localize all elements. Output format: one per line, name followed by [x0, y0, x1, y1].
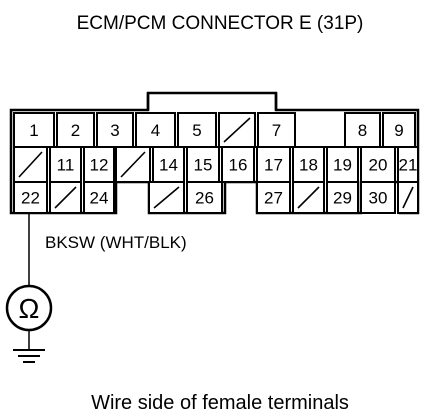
terminal-29: 29: [326, 181, 359, 214]
terminal-cell: [13, 112, 55, 148]
ohm-symbol: Ω: [19, 293, 40, 324]
terminal-number: 1: [29, 121, 38, 140]
terminal-number: 18: [299, 156, 318, 175]
terminal-number: 2: [71, 121, 80, 140]
blank-terminal-slash: [297, 186, 320, 209]
terminal-15: 15: [186, 146, 220, 183]
terminal-27: 27: [256, 181, 291, 214]
terminal-1: 1: [13, 112, 55, 148]
terminal-cell: [56, 112, 95, 148]
terminal-cell: [83, 181, 115, 214]
terminal-8: 8: [344, 112, 381, 148]
terminal-cell: [152, 146, 185, 183]
terminal-cell: [49, 146, 82, 183]
terminal-14: 14: [152, 146, 185, 183]
terminal-cell: [257, 112, 296, 148]
terminal-9: 9: [382, 112, 416, 148]
blank-terminal-slash: [120, 151, 146, 178]
terminal-5: 5: [177, 112, 217, 148]
terminal-cell: [256, 146, 291, 183]
terminal-number: 30: [369, 189, 388, 208]
empty-terminal-row3-9: [397, 181, 419, 214]
wire-label: BKSW (WHT/BLK): [45, 233, 187, 252]
terminal-19: 19: [326, 146, 359, 183]
terminal-number: 19: [333, 156, 352, 175]
terminal-number: 5: [192, 121, 201, 140]
terminal-number: 20: [369, 156, 388, 175]
terminal-18: 18: [292, 146, 325, 183]
terminal-16: 16: [221, 146, 255, 183]
terminal-row-2: 11 12 14 15 16 17 18 19 20 21: [13, 146, 419, 183]
terminal-number: 17: [264, 156, 283, 175]
blank-terminal-slash: [223, 117, 251, 143]
empty-terminal-row2-0: [13, 146, 48, 183]
terminal-number: 14: [159, 156, 178, 175]
terminal-12: 12: [83, 146, 115, 183]
terminal-cell: [83, 146, 115, 183]
blank-terminal-slash: [18, 151, 43, 178]
ground-icon: [13, 349, 45, 363]
terminal-7: 7: [257, 112, 296, 148]
connector-title: ECM/PCM CONNECTOR E (31P): [77, 13, 364, 34]
diagram-caption: Wire side of female terminals: [91, 392, 349, 414]
terminal-30: 30: [360, 181, 396, 214]
terminal-number: 29: [333, 189, 352, 208]
terminal-number: 21: [399, 156, 418, 175]
terminal-number: 3: [110, 121, 119, 140]
terminal-number: 4: [151, 121, 160, 140]
terminal-11: 11: [49, 146, 82, 183]
blank-terminal-slash: [54, 186, 77, 209]
terminal-number: 16: [229, 156, 248, 175]
terminal-3: 3: [96, 112, 134, 148]
terminal-cell: [360, 181, 396, 214]
terminal-row-1: 1 2 3 4 5 7 8 9: [13, 112, 416, 148]
terminal-cell: [344, 112, 381, 148]
terminal-cell: [186, 146, 220, 183]
blank-terminal-slash: [153, 186, 180, 209]
empty-terminal-row3-6: [292, 181, 325, 214]
terminal-22: 22: [13, 181, 48, 214]
empty-terminal-row1-5: [218, 112, 256, 148]
blank-terminal-slash: [402, 186, 414, 209]
terminal-4: 4: [135, 112, 176, 148]
terminal-17: 17: [256, 146, 291, 183]
terminal-number: 11: [57, 156, 75, 175]
empty-terminal-row3-1: [49, 181, 82, 214]
terminal-row-3: 22 24 26 27 29 30: [13, 181, 419, 214]
terminal-cell: [186, 181, 223, 214]
terminal-cell: [13, 181, 48, 214]
terminal-2: 2: [56, 112, 95, 148]
terminal-21: 21: [397, 146, 419, 183]
terminal-cell: [326, 181, 359, 214]
terminal-number: 26: [195, 189, 214, 208]
terminal-cell: [221, 146, 255, 183]
terminal-cell: [96, 112, 134, 148]
terminal-number: 9: [394, 121, 403, 140]
terminal-20: 20: [360, 146, 396, 183]
terminal-number: 15: [194, 156, 213, 175]
terminal-24: 24: [83, 181, 115, 214]
terminal-number: 22: [21, 189, 40, 208]
terminal-number: 24: [90, 189, 109, 208]
terminal-cell: [256, 181, 291, 214]
terminal-26: 26: [186, 181, 223, 214]
terminal-number: 7: [272, 121, 281, 140]
terminal-number: 27: [264, 189, 283, 208]
empty-terminal-row3-3: [148, 181, 185, 214]
terminal-number: 12: [90, 156, 109, 175]
terminal-cell: [360, 146, 396, 183]
terminal-number: 8: [358, 121, 367, 140]
empty-terminal-row2-3: [115, 146, 151, 183]
